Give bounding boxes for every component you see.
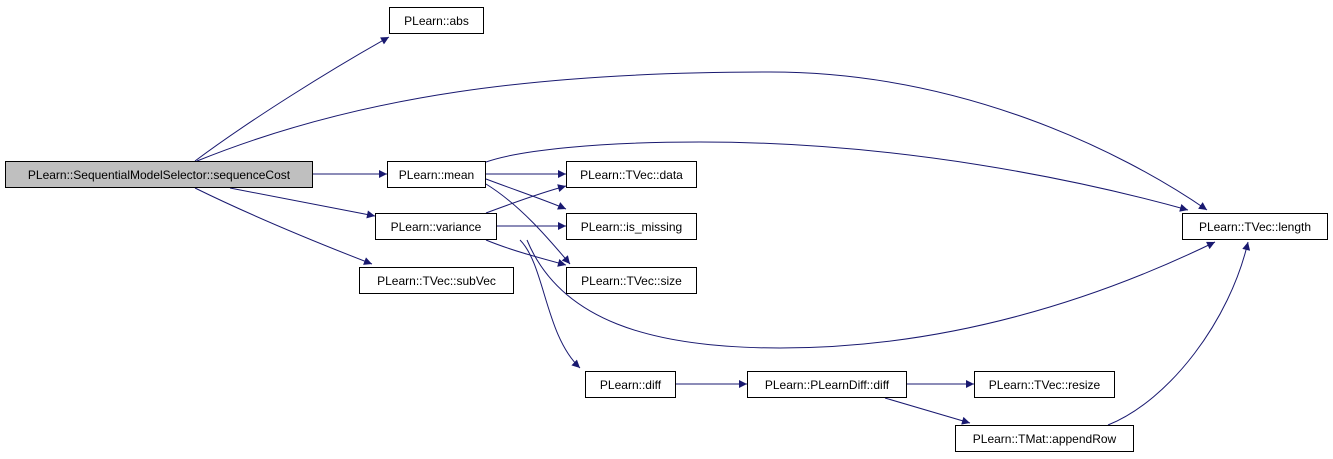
node-diff[interactable]: PLearn::diff: [585, 371, 676, 398]
node-mean[interactable]: PLearn::mean: [387, 161, 486, 188]
edge-variance-to-data: [485, 184, 567, 214]
node-subvec[interactable]: PLearn::TVec::subVec: [359, 267, 514, 294]
node-plearndiff-diff[interactable]: PLearn::PLearnDiff::diff: [747, 371, 907, 398]
edge-mean-to-length: [485, 141, 1189, 212]
node-tmat-appendrow[interactable]: PLearn::TMat::appendRow: [955, 425, 1134, 452]
edge-mean-to-is_missing: [485, 178, 567, 210]
edge-variance-to-diff: [519, 239, 581, 369]
edge-variance-to-length: [526, 239, 1216, 349]
node-tvec-length[interactable]: PLearn::TVec::length: [1182, 213, 1328, 240]
edge-root-to-subvec: [194, 187, 373, 265]
edge-root-to-variance: [229, 187, 376, 219]
edge-root-to-abs: [194, 36, 390, 162]
edge-variance-to-size: [485, 239, 567, 267]
edge-appendrow-to-length: [1107, 241, 1251, 426]
edge-plearndiff-to-appendrow: [884, 397, 971, 425]
edge-mean-to-size: [485, 183, 571, 265]
node-abs[interactable]: PLearn::abs: [389, 7, 484, 34]
node-sequencecost: PLearn::SequentialModelSelector::sequenc…: [5, 161, 313, 188]
edge-root-to-length: [196, 71, 1208, 211]
node-variance[interactable]: PLearn::variance: [375, 213, 497, 240]
node-tvec-resize[interactable]: PLearn::TVec::resize: [974, 371, 1115, 398]
node-is-missing[interactable]: PLearn::is_missing: [566, 213, 697, 240]
node-tvec-size[interactable]: PLearn::TVec::size: [566, 267, 697, 294]
node-tvec-data[interactable]: PLearn::TVec::data: [566, 161, 697, 188]
